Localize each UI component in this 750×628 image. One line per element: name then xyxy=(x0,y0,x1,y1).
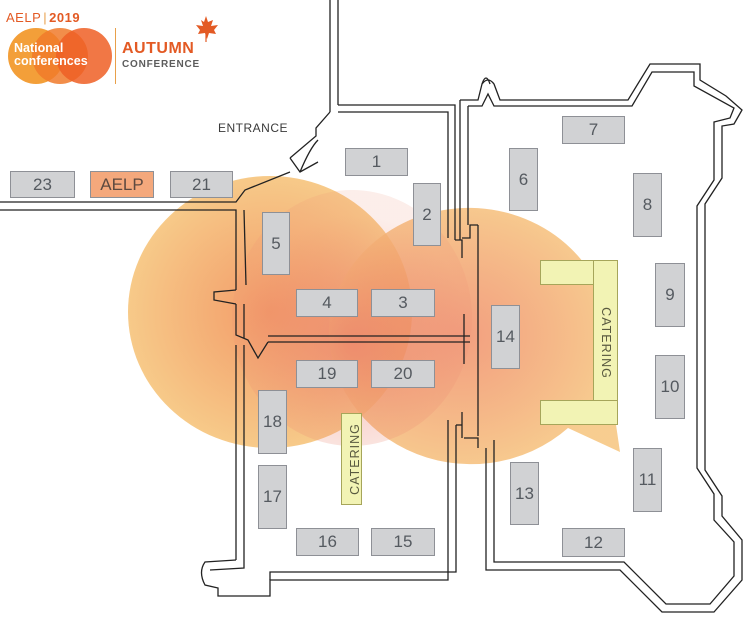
booth-17[interactable]: 17 xyxy=(258,465,287,529)
booth-12[interactable]: 12 xyxy=(562,528,625,557)
catering-label-left: CATERING xyxy=(347,423,362,495)
booth-20[interactable]: 20 xyxy=(371,360,435,388)
booth-23[interactable]: 23 xyxy=(10,171,75,198)
logo-line-conferences: conferences xyxy=(14,54,88,68)
booth-4[interactable]: 4 xyxy=(296,289,358,317)
event-label: AELP|2019 xyxy=(6,10,81,25)
booth-19[interactable]: 19 xyxy=(296,360,358,388)
conference-subtitle: CONFERENCE xyxy=(122,59,201,70)
booth-2[interactable]: 2 xyxy=(413,183,441,246)
booth-15[interactable]: 15 xyxy=(371,528,435,556)
logo-divider xyxy=(115,28,116,84)
national-conferences-logo xyxy=(8,28,112,84)
booth-18[interactable]: 18 xyxy=(258,390,287,454)
booth-aelp[interactable]: AELP xyxy=(90,171,154,198)
entrance-label: ENTRANCE xyxy=(218,121,289,135)
catering-counter-left xyxy=(341,413,362,505)
booth-1[interactable]: 1 xyxy=(345,148,408,176)
booth-21[interactable]: 21 xyxy=(170,171,233,198)
booth-16[interactable]: 16 xyxy=(296,528,359,556)
booth-5[interactable]: 5 xyxy=(262,212,290,275)
booth-6[interactable]: 6 xyxy=(509,148,538,211)
booth-3[interactable]: 3 xyxy=(371,289,435,317)
booth-7[interactable]: 7 xyxy=(562,116,625,144)
logo-text: National conferences xyxy=(14,42,110,68)
booth-9[interactable]: 9 xyxy=(655,263,685,327)
catering-label-right: CATERING xyxy=(598,307,613,379)
event-year: 2019 xyxy=(49,10,81,25)
autumn-title: AUTUMN xyxy=(122,40,195,57)
booth-10[interactable]: 10 xyxy=(655,355,685,419)
catering-counter-side xyxy=(593,260,618,425)
booth-14[interactable]: 14 xyxy=(491,305,520,369)
booth-8[interactable]: 8 xyxy=(633,173,662,237)
logo-line-national: National xyxy=(14,41,64,55)
booth-13[interactable]: 13 xyxy=(510,462,539,525)
walls xyxy=(0,0,743,613)
catering-counter-bottom xyxy=(540,400,618,425)
maple-leaf-icon xyxy=(196,16,218,42)
aelp-brand-text: AELP xyxy=(6,10,42,25)
booth-11[interactable]: 11 xyxy=(633,448,662,512)
